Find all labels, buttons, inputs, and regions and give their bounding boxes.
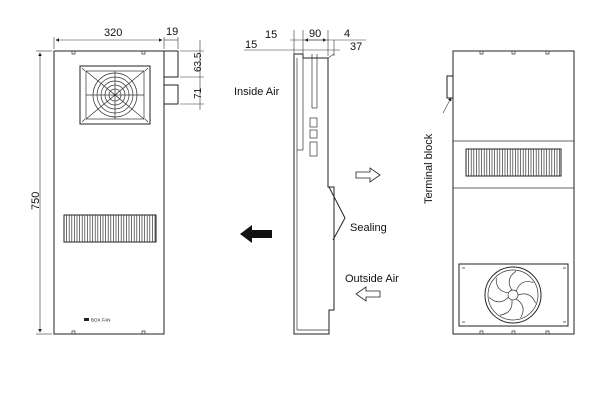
front-panel-outline xyxy=(53,50,165,335)
side-outline xyxy=(293,53,335,335)
side-view: 15 90 4 15 37 Inside Air Sealing Outside… xyxy=(234,28,399,335)
fan-blade xyxy=(488,296,509,303)
terminal-block-label: Terminal block xyxy=(423,133,435,204)
outside-fan-icon xyxy=(484,266,542,324)
side-15-top-label: 15 xyxy=(265,29,277,41)
height-dimension-label: 750 xyxy=(30,192,42,210)
top-notches xyxy=(71,51,146,55)
fan-blade xyxy=(499,299,513,316)
mid-cut-label: 71 xyxy=(193,87,204,99)
width-dimension-label: 320 xyxy=(104,27,122,39)
inside-fan-grille xyxy=(79,65,151,125)
exhaust-arrow xyxy=(240,225,272,243)
sealing-wedge xyxy=(328,186,346,241)
side-rating-label xyxy=(309,117,318,157)
sealing-label: Sealing xyxy=(350,222,387,234)
outside-air-in-arrow xyxy=(355,286,381,302)
outside-fan-frame xyxy=(458,263,569,327)
inside-air-out-arrow xyxy=(355,167,381,183)
fan-blade xyxy=(495,277,509,294)
side-37-label: 37 xyxy=(350,41,362,53)
rear-panel-outline xyxy=(452,50,575,335)
fan-blade xyxy=(508,270,517,291)
outside-air-label: Outside Air xyxy=(345,273,399,285)
fan-blade xyxy=(515,298,524,318)
side-15-bottom-label: 15 xyxy=(245,39,257,51)
fan-blade xyxy=(517,293,536,304)
top-flange xyxy=(164,50,179,78)
front-louver xyxy=(63,214,157,243)
rear-view: Terminal block xyxy=(423,50,575,335)
middle-flange xyxy=(164,84,179,105)
flange-dimension-label: 19 xyxy=(166,26,178,38)
side-90-label: 90 xyxy=(309,28,321,40)
bottom-notches xyxy=(71,330,146,334)
brand-label: BOX FAN xyxy=(91,318,111,323)
fan-blade xyxy=(515,281,534,292)
front-view: BOX FAN 320 19 750 63.5 71 xyxy=(30,26,204,335)
inside-air-label: Inside Air xyxy=(234,86,280,98)
side-4-label: 4 xyxy=(344,28,350,40)
brand-logo xyxy=(84,318,89,321)
top-cut-label: 63.5 xyxy=(193,52,204,72)
terminal-block xyxy=(446,75,454,99)
rear-louver xyxy=(465,148,562,177)
